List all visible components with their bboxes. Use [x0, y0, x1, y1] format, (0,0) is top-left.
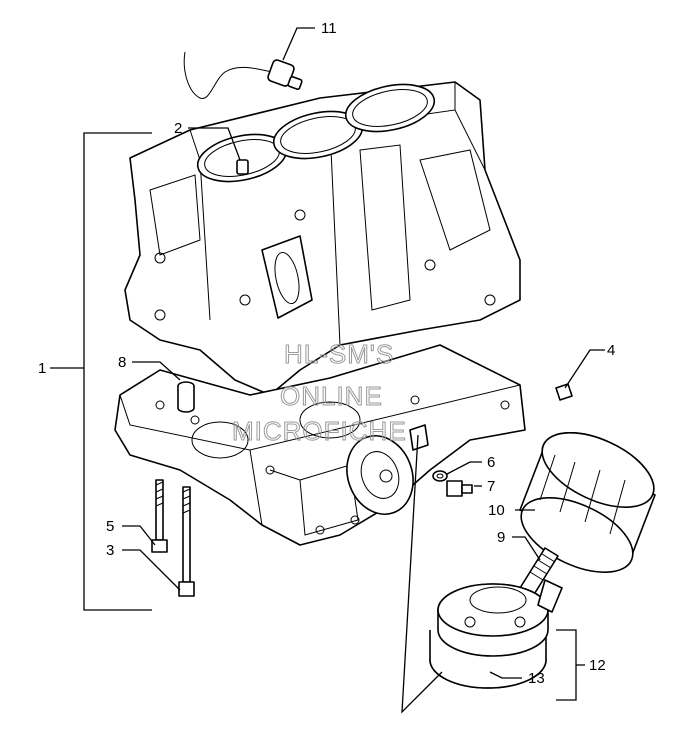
callout-13: 13: [528, 670, 545, 687]
callout-3: 3: [106, 542, 114, 559]
leader-lines: [50, 27, 605, 714]
sealing-washer: [432, 470, 448, 482]
callout-9: 9: [497, 529, 505, 546]
watermark: HL-SM'S ONLINE MICROFICHE: [232, 339, 407, 447]
callout-labels: 11 2 1 8 4 6 7 10 9 5 3 12 13: [38, 20, 615, 687]
callout-10: 10: [488, 502, 505, 519]
relief-bolt: [446, 480, 473, 497]
oil-filter: [519, 432, 656, 573]
dowel-pin: [177, 381, 195, 413]
callout-8: 8: [118, 354, 126, 371]
callout-11: 11: [321, 20, 337, 37]
watermark-line2: ONLINE: [280, 381, 383, 411]
drain-plug: [555, 383, 573, 401]
callout-6: 6: [487, 454, 495, 471]
crankcase-bolts: [151, 479, 195, 597]
cylinder-block: [124, 81, 521, 396]
watermark-line1: HL-SM'S: [284, 339, 394, 369]
callout-4: 4: [607, 342, 615, 359]
callout-5: 5: [106, 518, 114, 535]
callout-12: 12: [589, 657, 606, 674]
filter-housing: [429, 579, 563, 689]
watermark-line3: MICROFICHE: [232, 416, 407, 446]
callout-1: 1: [38, 360, 46, 377]
callout-7: 7: [487, 478, 495, 495]
crankcase: [114, 344, 526, 546]
knock-sensor: [183, 51, 303, 99]
callout-2: 2: [174, 120, 182, 137]
